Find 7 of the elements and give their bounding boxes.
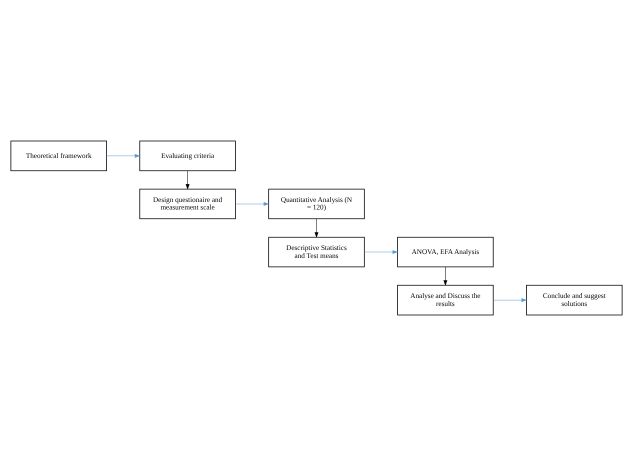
arrow (235, 202, 270, 206)
arrow (443, 266, 448, 286)
arrow (364, 250, 398, 254)
arrow (314, 218, 318, 238)
arrow (492, 298, 528, 302)
arrow (106, 153, 140, 158)
arrow (186, 170, 190, 190)
